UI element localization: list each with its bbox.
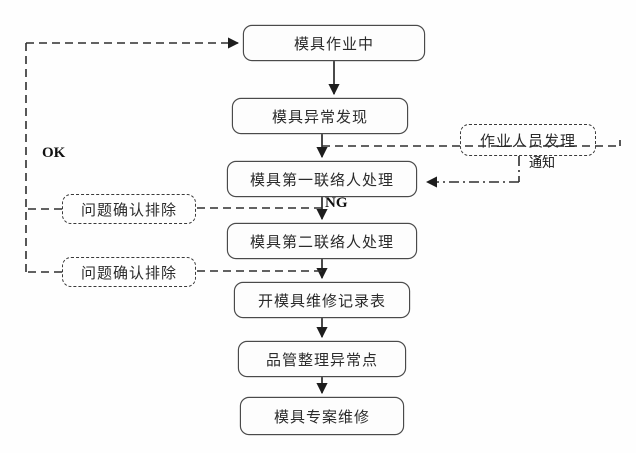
node-second-contact-handling[interactable]: 模具第二联络人处理 <box>227 223 417 259</box>
node-label: 模具作业中 <box>293 34 374 53</box>
node-label: 模具专案维修 <box>273 407 370 426</box>
edge-label-ng: NG <box>325 195 348 212</box>
node-label: 问题确认排除 <box>80 200 177 219</box>
node-mold-abnormality-found[interactable]: 模具异常发现 <box>232 98 408 134</box>
node-problem-confirmed-cleared-2[interactable]: 问题确认排除 <box>62 257 196 287</box>
node-problem-confirmed-cleared-1[interactable]: 问题确认排除 <box>62 194 196 224</box>
node-label: 作业人员发理 <box>479 131 576 150</box>
node-qc-collect-abnormality[interactable]: 品管整理异常点 <box>238 341 406 377</box>
node-label: 模具第一联络人处理 <box>249 170 394 189</box>
edge-label-notify: 通知 <box>529 152 555 171</box>
node-first-contact-handling[interactable]: 模具第一联络人处理 <box>227 161 417 197</box>
edge-label-text: 通知 <box>529 156 556 171</box>
node-label: 开模具维修记录表 <box>257 291 386 310</box>
node-open-repair-record[interactable]: 开模具维修记录表 <box>234 282 410 318</box>
node-operator-handling[interactable]: 作业人员发理 <box>460 124 596 156</box>
node-mold-in-operation[interactable]: 模具作业中 <box>243 25 425 61</box>
node-label: 模具异常发现 <box>271 107 368 126</box>
edge-label-ok: OK <box>42 145 65 162</box>
node-label: 问题确认排除 <box>80 263 177 282</box>
node-mold-special-repair[interactable]: 模具专案维修 <box>240 397 404 435</box>
node-label: 模具第二联络人处理 <box>249 232 394 251</box>
node-label: 品管整理异常点 <box>265 350 378 369</box>
edge-label-text: NG <box>325 195 348 211</box>
edge-label-text: OK <box>42 145 66 161</box>
